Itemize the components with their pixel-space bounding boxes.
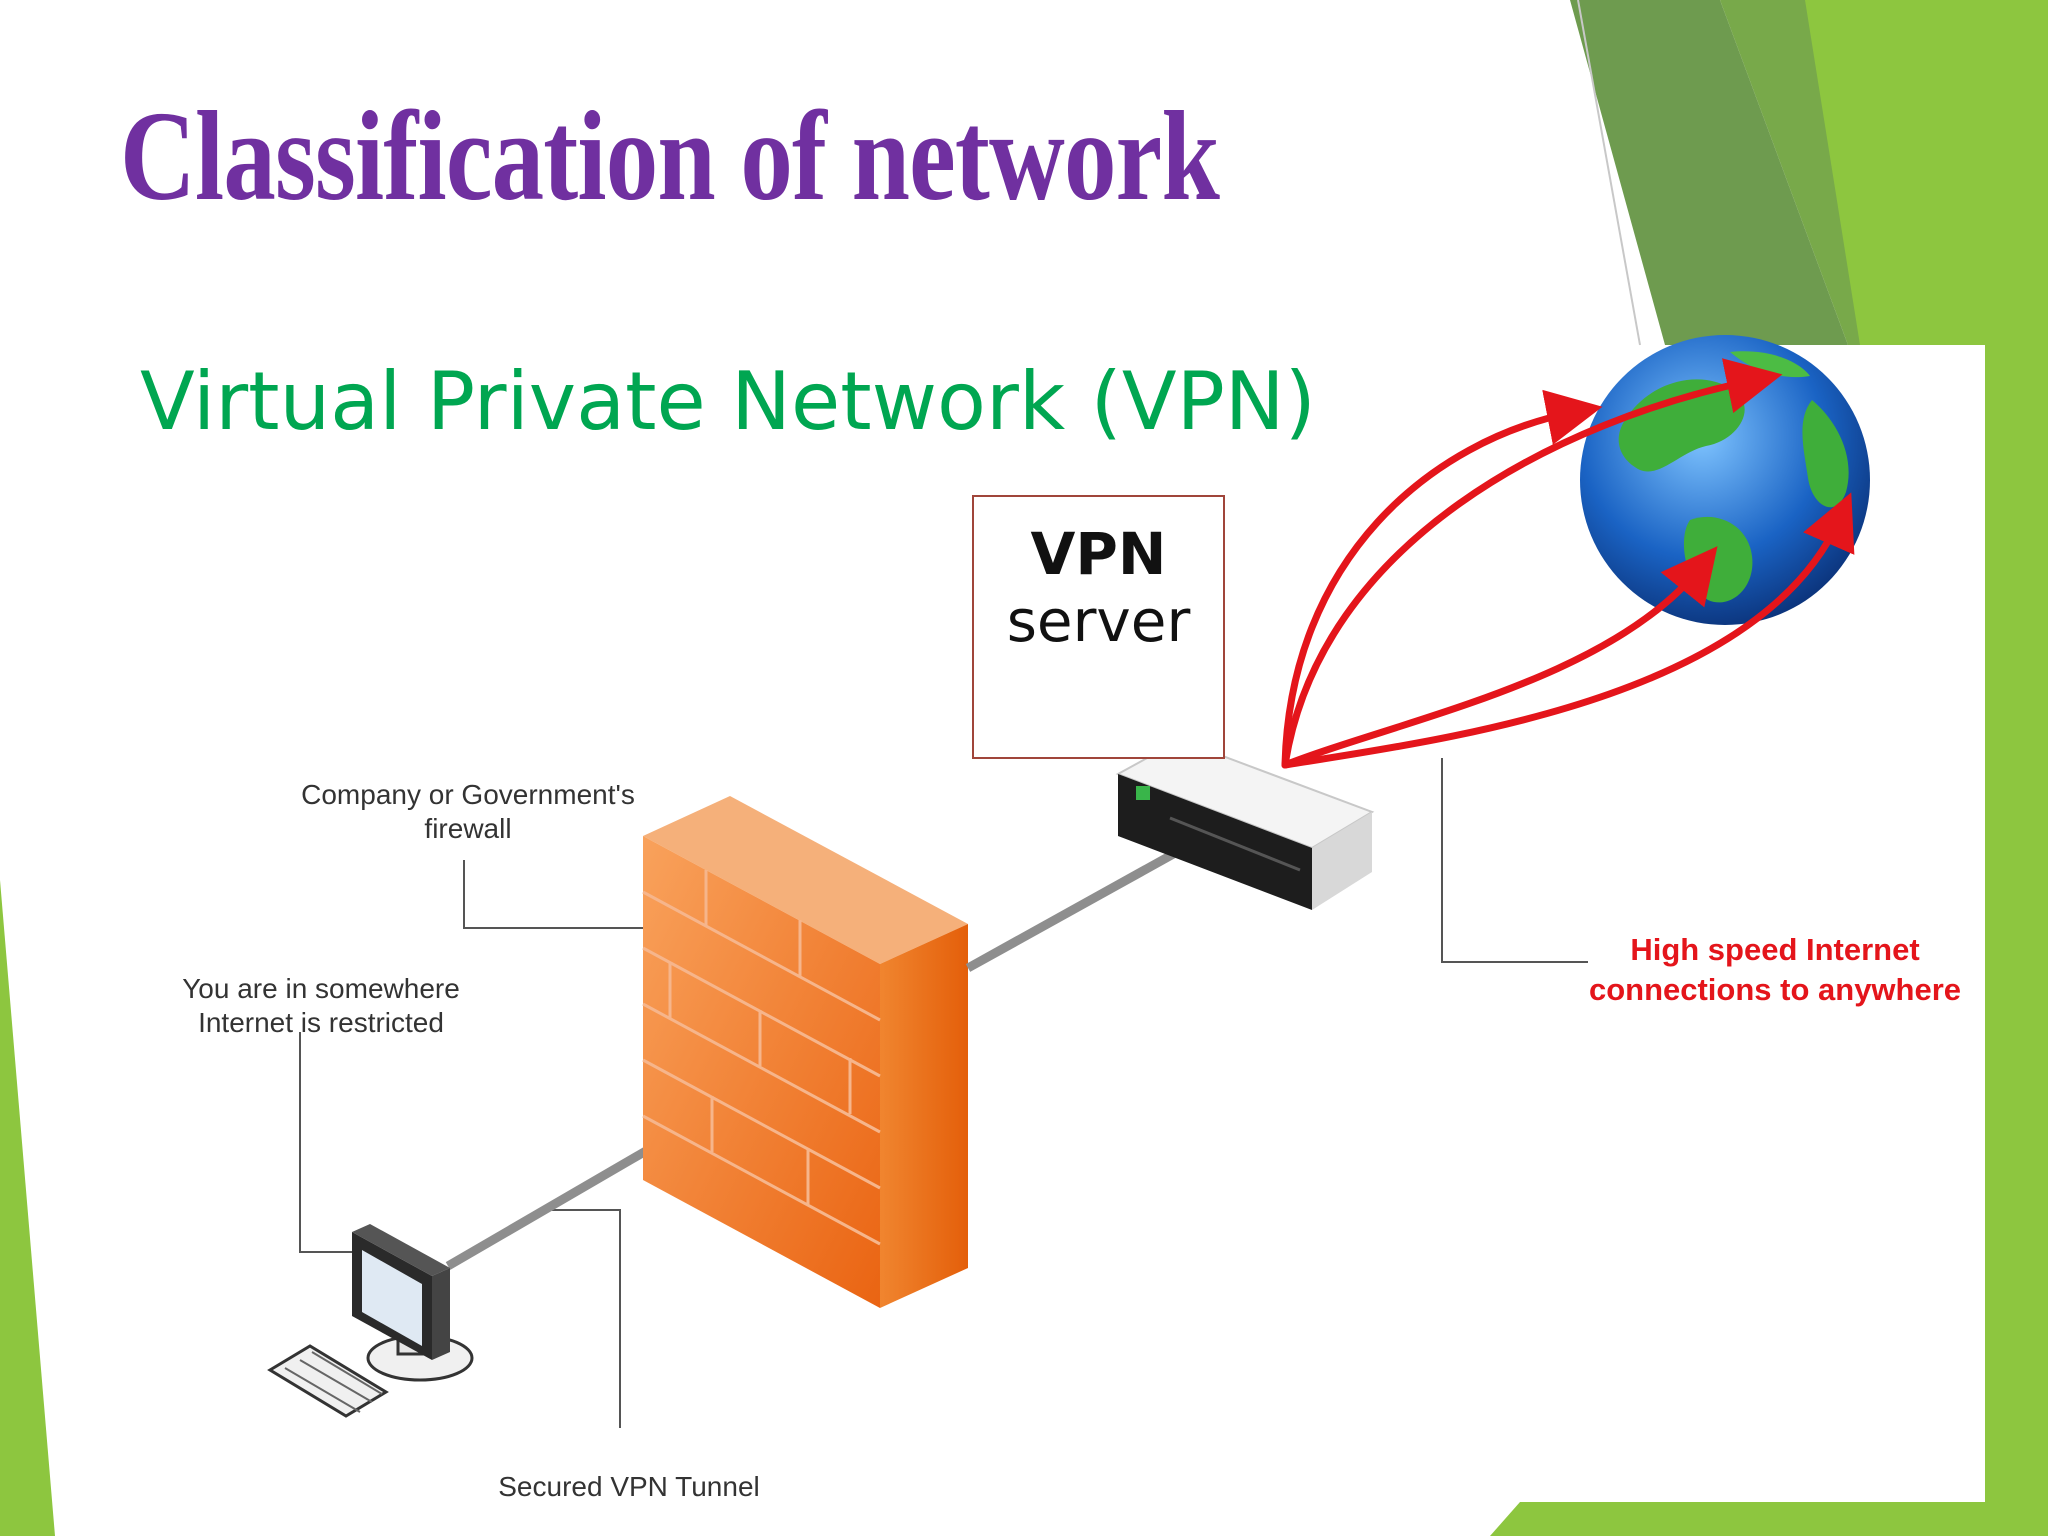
vpn-box-line2: server: [1006, 586, 1191, 655]
internet-connection-arrows: [1281, 358, 1855, 769]
computer-icon: [352, 1224, 474, 1382]
bg-shape-right-dark: [1570, 0, 1848, 345]
slide-title: Classification of network: [120, 85, 1220, 227]
arrow-1: [1281, 389, 1603, 769]
user-label-line1: You are in somewhere: [182, 973, 460, 1004]
bg-shape-edge-stripe: [1985, 345, 2048, 1536]
internet-label: High speed Internet connections to anywh…: [1555, 930, 1995, 1010]
arrow-3: [1281, 546, 1718, 769]
internet-label-line2: connections to anywhere: [1588, 972, 1962, 1007]
bg-shape-bottom-green: [1490, 1502, 1986, 1536]
firewall-icon: [642, 796, 968, 1308]
bg-shape-left-green: [0, 880, 55, 1536]
user-location-label: You are in somewhere Internet is restric…: [140, 972, 502, 1040]
vpn-server-box: VPN server: [972, 495, 1225, 759]
slide-subtitle: Virtual Private Network (VPN): [140, 355, 1316, 448]
keyboard-icon: [267, 1344, 389, 1418]
callout-tunnel-line: [552, 1209, 621, 1428]
firewall-label: Company or Government's firewall: [268, 778, 668, 846]
vpn-server-icon: [1115, 738, 1375, 910]
tunnel-cable-rear: [965, 838, 1198, 972]
callout-firewall-line: [463, 860, 646, 929]
callout-internet-line: [1441, 758, 1588, 963]
callout-user-line: [299, 1032, 352, 1253]
arrow-4: [1281, 492, 1855, 769]
arrow-2: [1281, 358, 1783, 769]
internet-label-line1: High speed Internet: [1630, 932, 1920, 967]
bg-thin-line: [1577, 0, 1641, 346]
vpn-box-line1: VPN: [1030, 520, 1167, 588]
user-label-line2: Internet is restricted: [198, 1007, 444, 1038]
tunnel-label: Secured VPN Tunnel: [498, 1471, 760, 1502]
firewall-label-line2: firewall: [424, 813, 512, 844]
globe-icon: [1580, 335, 1870, 625]
firewall-label-line1: Company or Government's: [301, 779, 635, 810]
